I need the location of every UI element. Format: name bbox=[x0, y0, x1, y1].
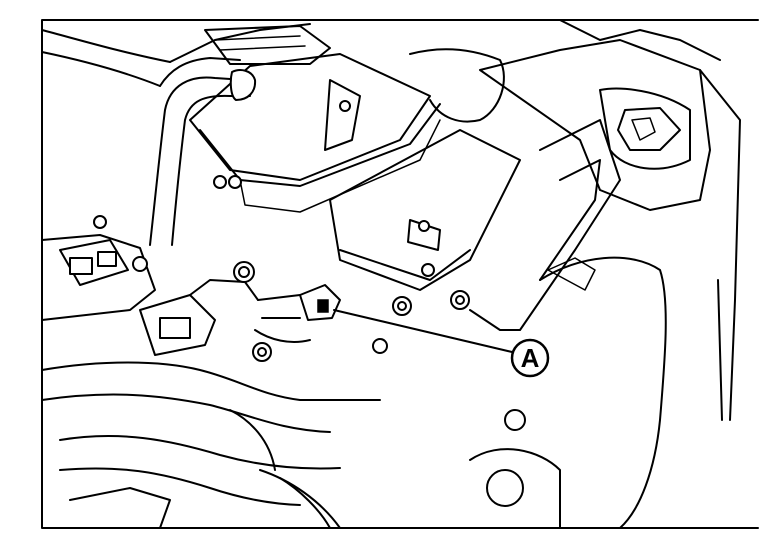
lower-harness bbox=[41, 361, 381, 529]
diagonal-rail bbox=[469, 119, 621, 331]
ecu-box bbox=[189, 48, 505, 213]
control-module bbox=[329, 129, 521, 316]
intake-duct bbox=[41, 23, 331, 87]
right-strut-bracket bbox=[479, 19, 741, 421]
lower-right-reservoir bbox=[469, 256, 667, 529]
sensor-connector bbox=[254, 284, 388, 354]
illustration-frame bbox=[41, 19, 759, 529]
callout-a-leader bbox=[333, 309, 513, 353]
middle-connector-cluster bbox=[139, 261, 272, 362]
callout-a: A bbox=[510, 338, 550, 378]
left-connector-group bbox=[41, 215, 156, 321]
callout-a-label: A bbox=[521, 343, 540, 373]
upper-hose bbox=[149, 69, 257, 246]
